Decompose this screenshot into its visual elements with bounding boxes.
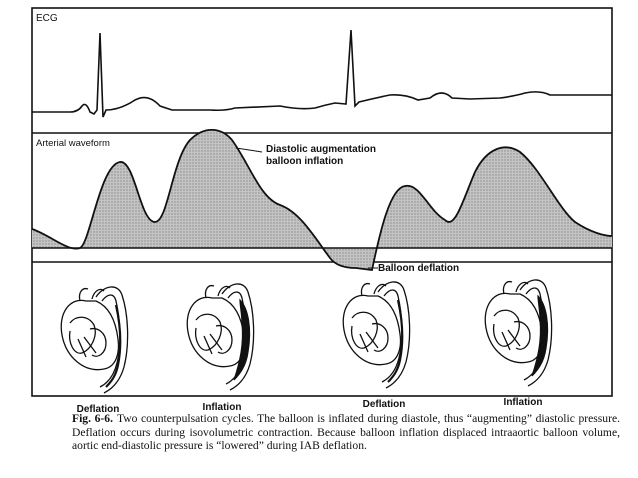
figure-number: Fig. 6-6.: [72, 412, 113, 425]
inner-chamber: [89, 327, 107, 357]
heart-2: [186, 283, 255, 391]
ventricle-chamber: [492, 309, 520, 347]
great-vessels: [502, 280, 529, 295]
heart-1: [60, 286, 129, 394]
heart-label-4: Inflation: [504, 397, 543, 408]
heart-outline: [60, 299, 120, 371]
heart-label-3: Deflation: [363, 399, 406, 410]
valve-lines: [77, 336, 97, 358]
heart-outline: [484, 292, 544, 364]
heart-3: [342, 281, 411, 389]
heart-4: [484, 279, 553, 387]
caption-text: Two counterpulsation cycles. The balloon…: [72, 412, 620, 453]
deflation-annotation: Balloon deflation: [378, 263, 459, 274]
balloon-inflated: [531, 294, 549, 377]
balloon-inflated: [233, 298, 251, 381]
aorta-outer: [221, 283, 255, 391]
balloon-deflated: [387, 299, 404, 383]
heart-label-1: Deflation: [77, 404, 120, 415]
figure-caption: Fig. 6-6.Two counterpulsation cycles. Th…: [72, 412, 620, 453]
great-vessels: [204, 284, 231, 299]
heart-label-2: Inflation: [203, 402, 242, 413]
aorta-outer: [377, 281, 411, 389]
valve-lines: [501, 329, 521, 351]
ventricle-chamber: [194, 313, 222, 351]
heart-outline: [186, 296, 246, 368]
inner-chamber: [513, 320, 531, 350]
aorta-outer: [95, 286, 129, 394]
great-vessels: [360, 282, 387, 297]
ventricle-chamber: [68, 316, 96, 354]
ventricle-chamber: [350, 311, 378, 349]
arterial-shaded-area: [32, 129, 612, 270]
valve-lines: [203, 333, 223, 355]
great-vessels: [78, 287, 105, 302]
arterial-waveform-label: Arterial waveform: [36, 138, 110, 149]
augmentation-label-line2: balloon inflation: [266, 156, 343, 167]
ecg-trace: [32, 29, 612, 118]
aorta-outer: [519, 279, 553, 387]
figure-frame: [31, 7, 613, 397]
inner-chamber: [371, 322, 389, 352]
balloon-deflated: [105, 304, 122, 388]
heart-illustrations: [60, 279, 553, 394]
augmentation-leader: [235, 147, 263, 153]
valve-lines: [359, 331, 379, 353]
ecg-label: ECG: [36, 13, 58, 24]
augmentation-label-line1: Diastolic augmentation: [266, 144, 376, 155]
heart-outline: [342, 294, 402, 366]
inner-chamber: [215, 324, 233, 354]
